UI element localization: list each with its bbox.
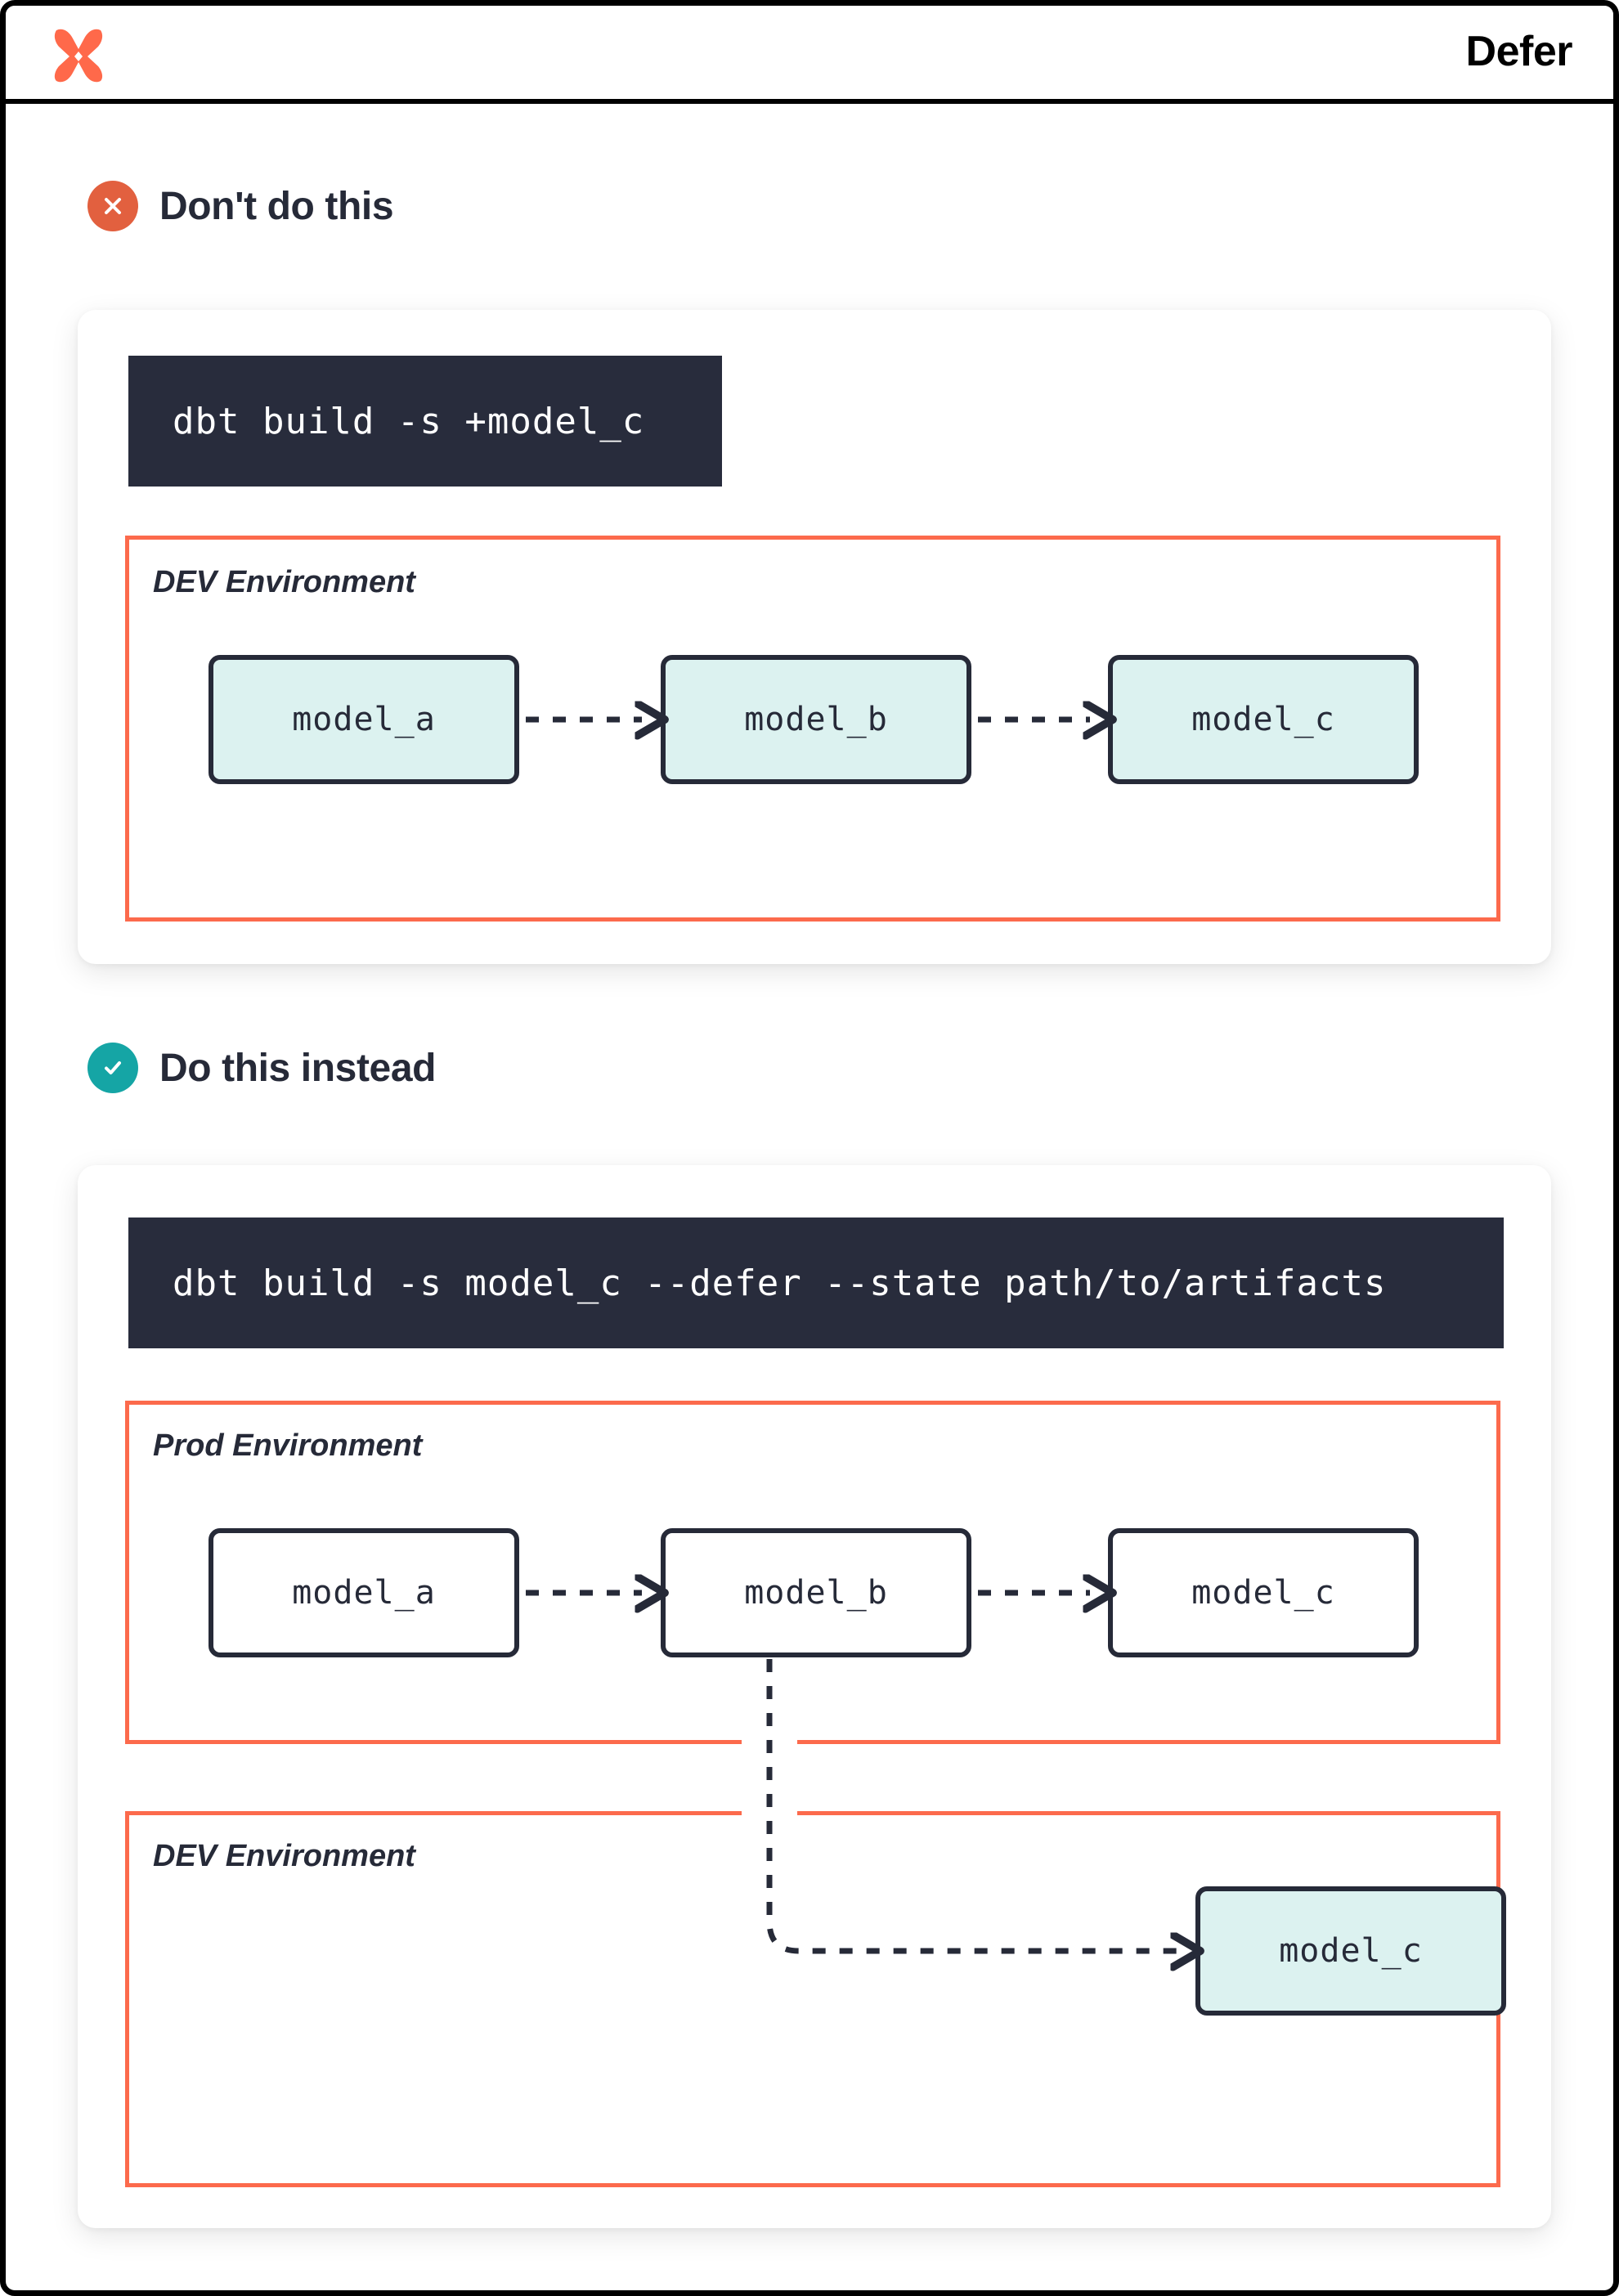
- model-node-a-prod: model_a: [209, 1528, 519, 1657]
- model-node-a-dont: model_a: [209, 655, 519, 784]
- model-node-c-dev: model_c: [1195, 1886, 1506, 2016]
- border-gap-prod: [742, 1738, 797, 1751]
- section-title-dont: Don't do this: [159, 184, 394, 228]
- command-text-dont: dbt build -s +model_c: [173, 400, 645, 442]
- model-node-c-prod: model_c: [1108, 1528, 1419, 1657]
- section-title-do: Do this instead: [159, 1046, 437, 1090]
- model-node-b-prod: model_b: [661, 1528, 971, 1657]
- border-gap-dev: [742, 1805, 797, 1818]
- section-header-do: Do this instead: [87, 1043, 436, 1093]
- section-header-dont: Don't do this: [87, 181, 394, 231]
- model-label: model_c: [1191, 1574, 1335, 1612]
- env-label-dev-do: DEV Environment: [153, 1839, 415, 1873]
- x-circle-icon: [87, 181, 138, 231]
- model-label: model_b: [744, 1574, 888, 1612]
- card-do: dbt build -s model_c --defer --state pat…: [78, 1165, 1551, 2228]
- model-label: model_c: [1279, 1932, 1423, 1970]
- env-label-prod: Prod Environment: [153, 1428, 423, 1463]
- model-label: model_a: [292, 701, 436, 738]
- page-title: Defer: [1465, 28, 1573, 75]
- model-label: model_c: [1191, 701, 1335, 738]
- model-node-b-dont: model_b: [661, 655, 971, 784]
- model-node-c-dont: model_c: [1108, 655, 1419, 784]
- check-circle-icon: [87, 1043, 138, 1093]
- env-box-dev-dont: [125, 536, 1500, 922]
- page-header: Defer: [6, 6, 1613, 104]
- command-text-do: dbt build -s model_c --defer --state pat…: [173, 1262, 1387, 1304]
- command-box-dont: dbt build -s +model_c: [128, 356, 722, 487]
- model-label: model_b: [744, 701, 888, 738]
- card-dont: dbt build -s +model_c DEV Environment mo…: [78, 310, 1551, 964]
- dbt-logo-icon: [48, 24, 109, 84]
- model-label: model_a: [292, 1574, 436, 1612]
- env-label-dev-dont: DEV Environment: [153, 565, 415, 599]
- command-box-do: dbt build -s model_c --defer --state pat…: [128, 1218, 1504, 1348]
